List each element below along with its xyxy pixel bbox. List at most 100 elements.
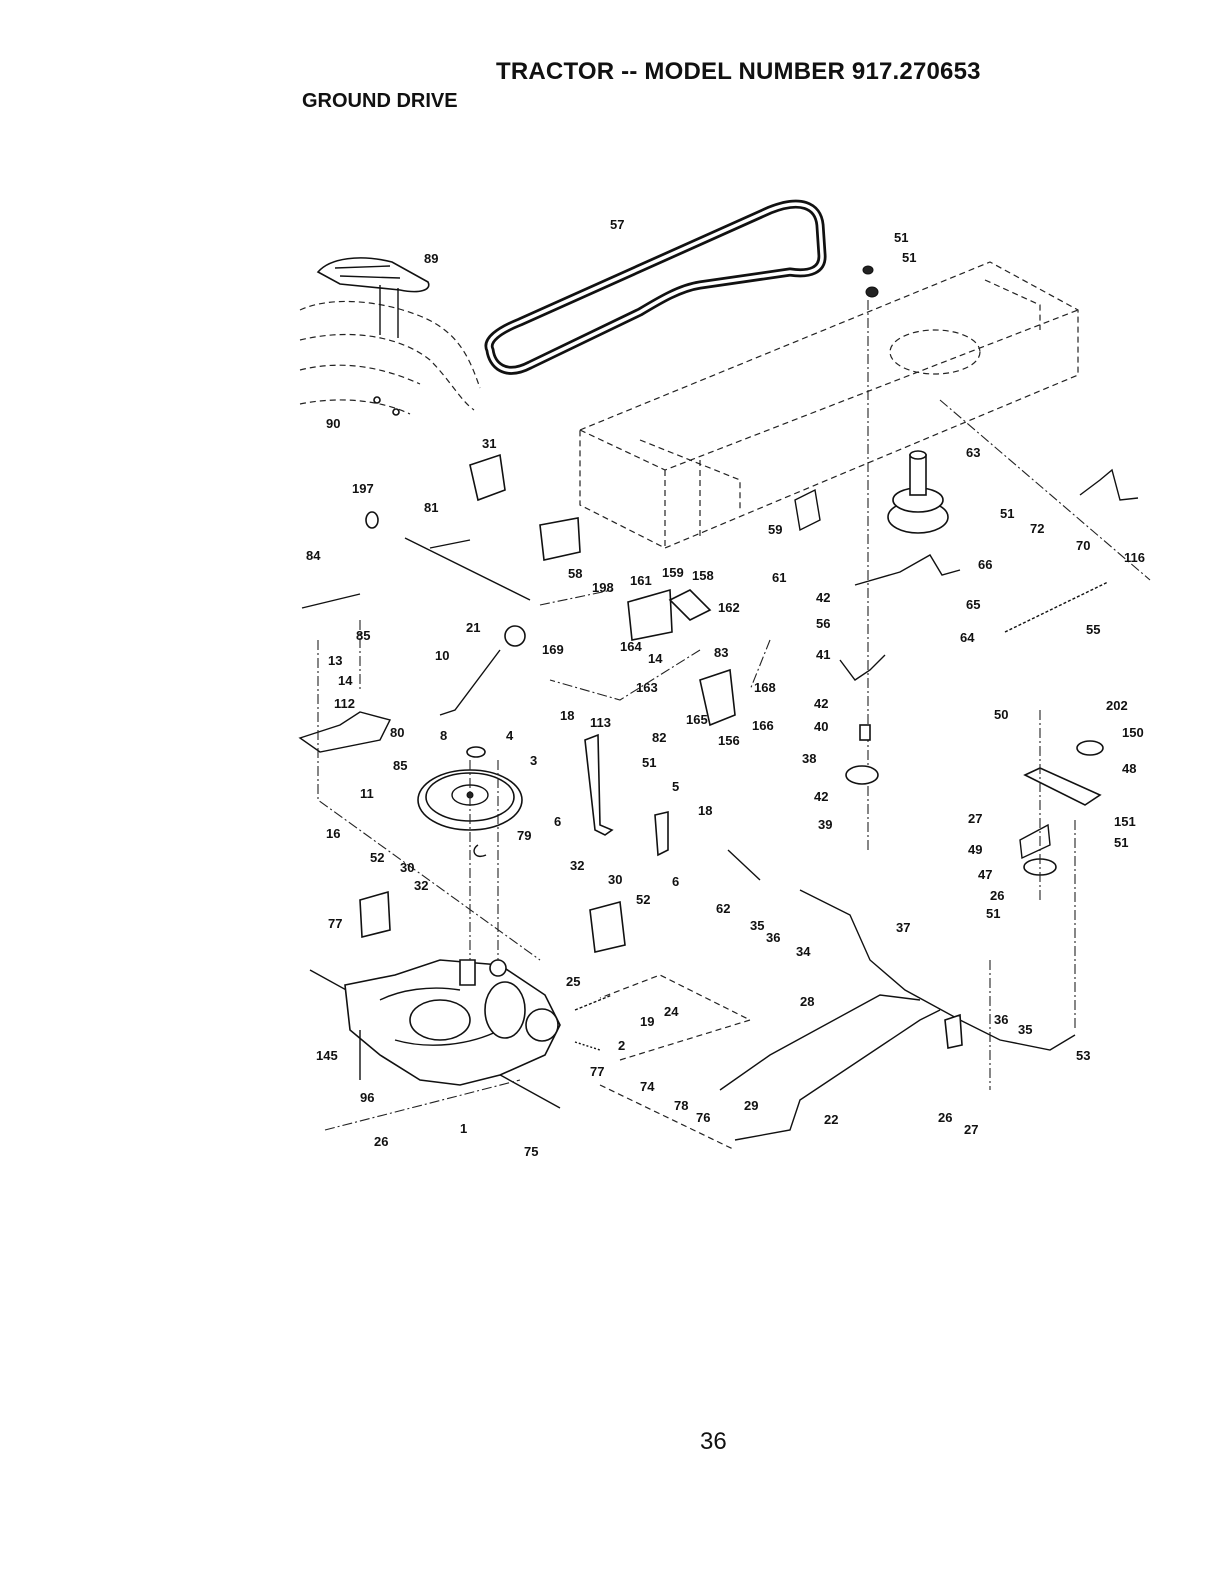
part-label: 169 (542, 642, 564, 657)
part-label: 89 (424, 251, 438, 266)
part-label: 2 (618, 1038, 625, 1053)
part-label: 151 (1114, 814, 1136, 829)
part-label: 26 (938, 1110, 952, 1125)
part-label: 27 (968, 811, 982, 826)
part-label: 6 (554, 814, 561, 829)
transaxle-drawing (309, 959, 561, 1109)
part-label: 22 (824, 1112, 838, 1127)
part-label: 80 (390, 725, 404, 740)
part-label: 36 (994, 1012, 1008, 1027)
part-label: 25 (566, 974, 580, 989)
part-label: 42 (814, 789, 828, 804)
part-label: 62 (716, 901, 730, 916)
part-label: 27 (964, 1122, 978, 1137)
part-label: 76 (696, 1110, 710, 1125)
part-label: 51 (642, 755, 656, 770)
part-label: 85 (356, 628, 370, 643)
part-label: 63 (966, 445, 980, 460)
part-label: 51 (1000, 506, 1014, 521)
part-label: 74 (640, 1079, 655, 1094)
part-label: 57 (610, 217, 624, 232)
part-label: 150 (1122, 725, 1144, 740)
part-label: 13 (328, 653, 342, 668)
part-label: 59 (768, 522, 782, 537)
part-label: 52 (370, 850, 384, 865)
part-label: 78 (674, 1098, 688, 1113)
shift-linkage-drawings (298, 511, 531, 753)
part-label: 51 (986, 906, 1000, 921)
part-label: 112 (334, 696, 355, 711)
part-label: 77 (328, 916, 342, 931)
part-label: 49 (968, 842, 982, 857)
bracket-drawings (469, 453, 581, 561)
part-label: 14 (648, 651, 663, 666)
control-rod-drawings (599, 849, 1076, 1151)
part-label: 61 (772, 570, 786, 585)
part-label: 161 (630, 573, 652, 588)
section-title: GROUND DRIVE (302, 90, 458, 112)
part-label: 36 (766, 930, 780, 945)
part-label: 32 (414, 878, 428, 893)
part-label: 32 (570, 858, 584, 873)
part-label: 38 (802, 751, 816, 766)
tractor-frame-outline (579, 261, 1079, 549)
part-label: 58 (568, 566, 582, 581)
part-label: 52 (636, 892, 650, 907)
part-label: 28 (800, 994, 814, 1009)
part-label: 65 (966, 597, 980, 612)
leader-lines (317, 399, 1151, 1131)
part-label: 1 (460, 1121, 467, 1136)
part-label: 35 (1018, 1022, 1032, 1037)
part-label: 18 (698, 803, 712, 818)
part-label: 6 (672, 874, 679, 889)
part-label: 85 (393, 758, 407, 773)
part-label: 83 (714, 645, 728, 660)
part-label: 14 (338, 673, 353, 688)
part-label: 51 (902, 250, 916, 265)
part-label: 51 (894, 230, 908, 245)
part-label: 40 (814, 719, 828, 734)
part-callouts: 89 57 51 51 90 31 197 81 84 85 21 10 8 1… (306, 217, 1145, 1159)
part-label: 198 (592, 580, 614, 595)
part-label: 42 (814, 696, 828, 711)
spring-drawings (574, 581, 1109, 1051)
seat-fender-drawing (299, 257, 481, 416)
part-label: 90 (326, 416, 340, 431)
part-label: 202 (1106, 698, 1128, 713)
part-label: 4 (506, 728, 514, 743)
part-label: 21 (466, 620, 480, 635)
part-label: 30 (400, 860, 414, 875)
part-label: 34 (796, 944, 811, 959)
part-label: 10 (435, 648, 449, 663)
part-label: 39 (818, 817, 832, 832)
part-label: 42 (816, 590, 830, 605)
part-label: 164 (620, 639, 642, 654)
part-label: 116 (1124, 550, 1145, 565)
part-label: 158 (692, 568, 714, 583)
part-label: 5 (672, 779, 679, 794)
part-label: 30 (608, 872, 622, 887)
part-label: 16 (326, 826, 340, 841)
idler-pulley-stack-drawing (794, 265, 961, 850)
part-label: 11 (360, 786, 374, 801)
page-title: TRACTOR -- MODEL NUMBER 917.270653 (496, 58, 981, 85)
part-label: 24 (664, 1004, 679, 1019)
part-label: 145 (316, 1048, 338, 1063)
part-label: 64 (960, 630, 975, 645)
part-label: 113 (590, 715, 611, 730)
part-label: 72 (1030, 521, 1044, 536)
part-label: 29 (744, 1098, 758, 1113)
part-label: 166 (752, 718, 774, 733)
part-label: 48 (1122, 761, 1136, 776)
page-number: 36 (700, 1428, 727, 1455)
part-label: 3 (530, 753, 537, 768)
part-label: 84 (306, 548, 321, 563)
brake-bracket-drawings (359, 588, 736, 953)
part-label: 159 (662, 565, 684, 580)
part-label: 70 (1076, 538, 1090, 553)
part-label: 66 (978, 557, 992, 572)
part-label: 197 (352, 481, 374, 496)
part-label: 47 (978, 867, 992, 882)
part-label: 31 (482, 436, 496, 451)
